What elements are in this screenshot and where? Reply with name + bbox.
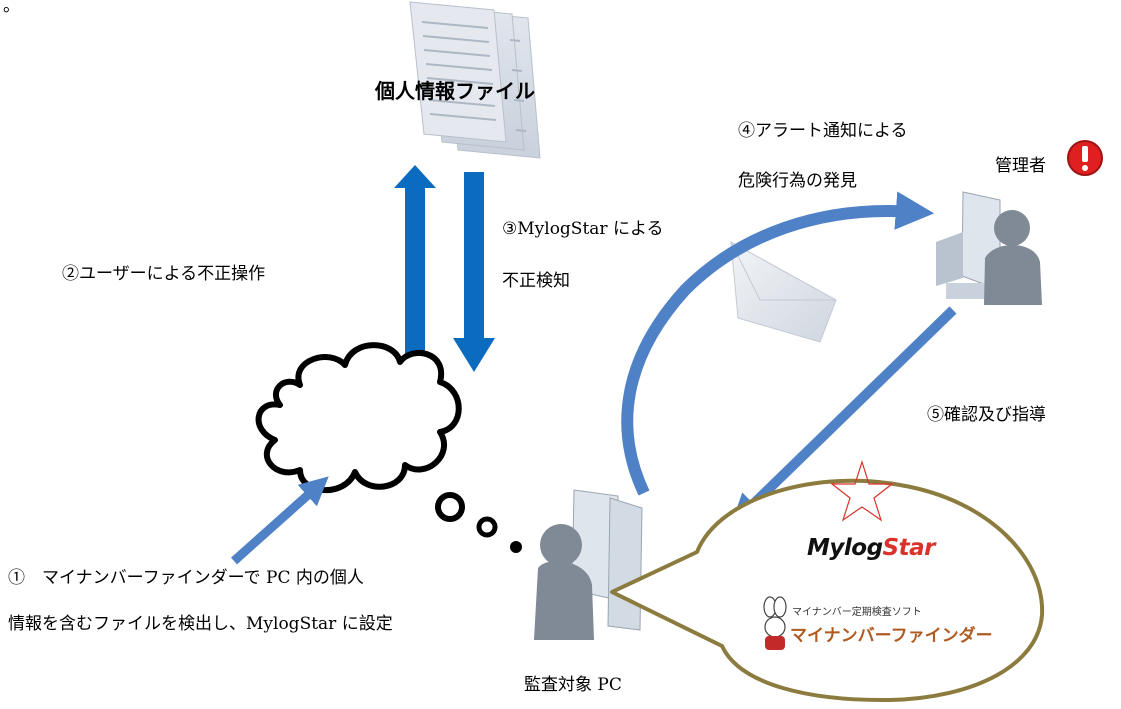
arrow-up-icon: [394, 165, 436, 354]
thought-dot-large: [435, 492, 465, 522]
step1-line1: ① マイナンバーファインダーで PC 内の個人: [8, 568, 364, 588]
finder-subtitle: マイナンバー定期検査ソフト: [792, 607, 922, 618]
logo-star-text: Star: [882, 535, 936, 561]
arrow-down-icon: [453, 172, 495, 372]
finder-title: マイナンバーファインダー: [790, 626, 993, 646]
logo-star-icon: [830, 460, 894, 522]
logo-mylog-text: Mylog: [807, 535, 883, 561]
arrow-alert-icon: [621, 191, 935, 496]
thought-dot-small: [510, 541, 522, 553]
thought-dot-medium: [476, 516, 498, 538]
admin-label: 管理者: [995, 156, 1046, 176]
arrow-confirm-icon: [730, 306, 957, 527]
step3-line2: 不正検知: [502, 271, 570, 291]
step4-line2: 危険行為の発見: [738, 171, 857, 191]
step1-line2: 情報を含むファイルを検出し、MylogStar に設定: [8, 614, 393, 634]
step3-line1: ③MylogStar による: [502, 219, 664, 239]
personal-info-file-label: 個人情報ファイル: [375, 79, 535, 103]
rabbit-mascot-icon: [763, 596, 787, 650]
alert-icon: [1067, 140, 1103, 176]
step5-label: ⑤確認及び指導: [927, 405, 1046, 425]
target-pc-icon: [534, 489, 643, 640]
target-pc-label: 監査対象 PC: [524, 675, 622, 695]
corner-mark: 。: [3, 0, 20, 16]
document-stack-icon: [409, 1, 541, 159]
mylogstar-logo: MylogStar: [807, 535, 935, 561]
thought-cloud: [255, 342, 462, 494]
arrow-step1-icon: [231, 476, 329, 565]
speech-bubble: [610, 478, 1045, 703]
admin-pc-icon: [936, 191, 1042, 305]
envelope-icon: [730, 241, 837, 343]
step2-label: ②ユーザーによる不正操作: [62, 264, 266, 284]
step4-line1: ④アラート通知による: [738, 121, 908, 141]
